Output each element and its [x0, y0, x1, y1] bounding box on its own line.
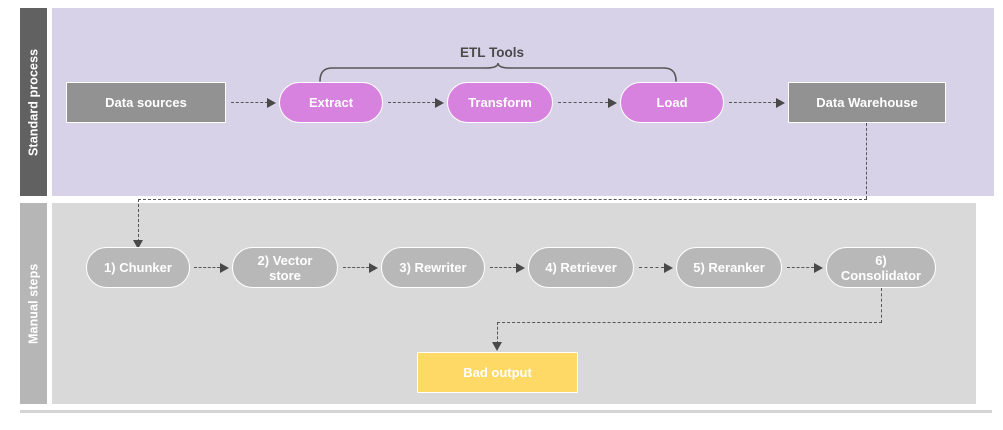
- swimlane-label-standard-process: Standard process: [20, 8, 47, 196]
- arrowhead-extract-to-transform: [435, 97, 444, 108]
- edge-retriever-to-reranker: [639, 267, 664, 268]
- edge-load-to-data-warehouse: [729, 102, 776, 103]
- edge-consolidator-down: [881, 288, 882, 323]
- node-load[interactable]: Load: [620, 82, 724, 123]
- edge-extract-to-transform: [388, 102, 435, 103]
- node-rewriter[interactable]: 3) Rewriter: [381, 247, 485, 288]
- arrowhead-data-warehouse-to-chunker: [133, 240, 143, 249]
- arrowhead-transform-to-load: [608, 97, 617, 108]
- arrowhead-consolidator-to-bad-output: [492, 342, 502, 351]
- edge-consolidator-to-bad-output: [497, 322, 498, 344]
- node-retriever[interactable]: 4) Retriever: [528, 247, 634, 288]
- edge-consolidator-across: [497, 322, 882, 323]
- arrowhead-rewriter-to-retriever: [516, 262, 525, 273]
- arrowhead-vector-store-to-rewriter: [369, 262, 378, 273]
- edge-data-sources-to-extract: [231, 102, 268, 103]
- edge-data-warehouse-across: [138, 199, 867, 200]
- edge-data-warehouse-down: [866, 123, 867, 199]
- arrowhead-reranker-to-consolidator: [814, 262, 823, 273]
- edge-vector-store-to-rewriter: [343, 267, 369, 268]
- bottom-divider: [20, 410, 992, 413]
- node-bad-output[interactable]: Bad output: [417, 352, 578, 393]
- node-consolidator[interactable]: 6) Consolidator: [826, 247, 936, 288]
- etl-tools-brace-icon: [319, 62, 677, 82]
- node-data-warehouse[interactable]: Data Warehouse: [788, 82, 946, 123]
- node-extract[interactable]: Extract: [279, 82, 383, 123]
- edge-chunker-to-vector-store: [194, 267, 220, 268]
- edge-reranker-to-consolidator: [787, 267, 814, 268]
- arrowhead-chunker-to-vector-store: [220, 262, 229, 273]
- edge-transform-to-load: [558, 102, 608, 103]
- node-chunker[interactable]: 1) Chunker: [86, 247, 190, 288]
- arrowhead-data-sources-to-extract: [267, 97, 276, 108]
- node-transform[interactable]: Transform: [447, 82, 553, 123]
- edge-rewriter-to-retriever: [490, 267, 516, 268]
- edge-data-warehouse-to-chunker: [138, 199, 139, 242]
- node-vector-store[interactable]: 2) Vector store: [232, 247, 338, 288]
- node-data-sources[interactable]: Data sources: [66, 82, 226, 123]
- arrowhead-retriever-to-reranker: [664, 262, 673, 273]
- arrowhead-load-to-data-warehouse: [776, 97, 785, 108]
- etl-tools-label: ETL Tools: [460, 45, 524, 60]
- swimlane-label-manual-steps: Manual steps: [20, 203, 47, 404]
- node-reranker[interactable]: 5) Reranker: [676, 247, 782, 288]
